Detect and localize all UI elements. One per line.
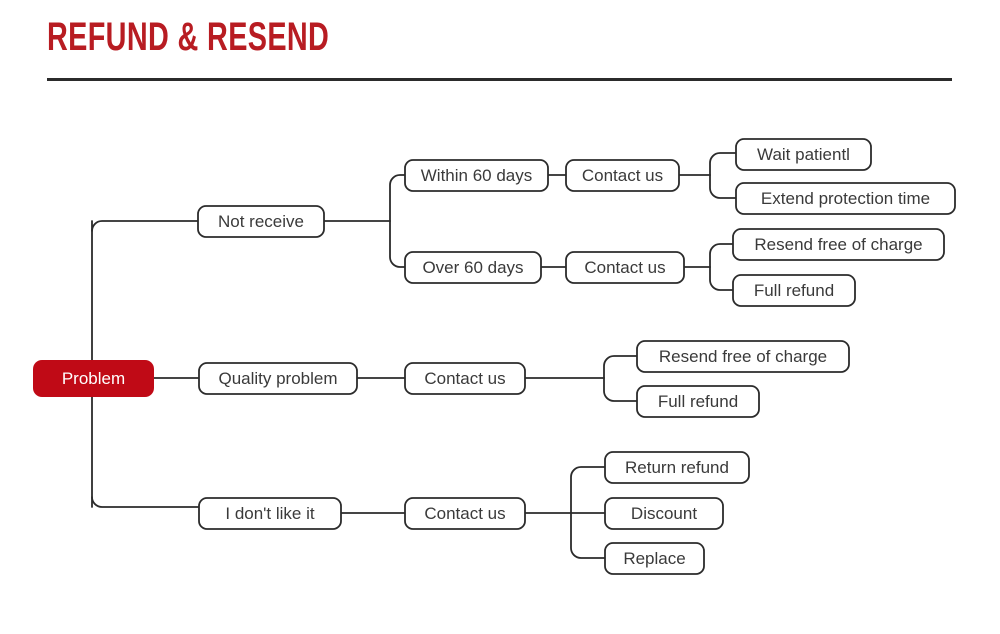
connector-group-quality xyxy=(356,355,638,402)
node-full-refund-quality[interactable]: Full refund xyxy=(636,385,760,418)
node-wait-patiently-label: Wait patientl xyxy=(757,145,850,164)
node-contact-us-quality-label: Contact us xyxy=(424,369,505,388)
node-problem-label: Problem xyxy=(62,369,125,388)
node-return-refund-label: Return refund xyxy=(625,458,729,477)
node-contact-us-quality[interactable]: Contact us xyxy=(404,362,526,395)
node-within-60-days-box[interactable] xyxy=(404,159,549,192)
connector-group-within60 xyxy=(547,152,737,199)
node-quality-problem-label: Quality problem xyxy=(218,369,337,388)
node-contact-us-over[interactable]: Contact us xyxy=(565,251,685,284)
node-over-60-days-label: Over 60 days xyxy=(422,258,523,277)
node-replace-box[interactable] xyxy=(604,542,705,575)
node-dont-like-it[interactable]: I don't like it xyxy=(198,497,342,530)
node-contact-us-within[interactable]: Contact us xyxy=(565,159,680,192)
node-contact-us-over-box[interactable] xyxy=(565,251,685,284)
connector-split-b-fullrefund xyxy=(709,266,734,291)
node-extend-protection-time-box[interactable] xyxy=(735,182,956,215)
node-contact-us-quality-box[interactable] xyxy=(404,362,526,395)
node-contact-us-dislike-label: Contact us xyxy=(424,504,505,523)
node-resend-free-of-charge-quality-box[interactable] xyxy=(636,340,850,373)
connector-split-d-replace xyxy=(570,512,606,559)
node-replace[interactable]: Replace xyxy=(604,542,705,575)
connector-trunk-bottom-elbow xyxy=(91,496,199,508)
connector-group-dislike xyxy=(340,466,606,559)
node-within-60-days[interactable]: Within 60 days xyxy=(404,159,549,192)
node-discount[interactable]: Discount xyxy=(604,497,724,530)
connector-group-not-receive xyxy=(323,174,406,268)
node-resend-free-of-charge-quality[interactable]: Resend free of charge xyxy=(636,340,850,373)
title-divider xyxy=(47,78,952,81)
node-quality-problem-box[interactable] xyxy=(198,362,358,395)
node-extend-protection-time[interactable]: Extend protection time xyxy=(735,182,956,215)
node-contact-us-over-label: Contact us xyxy=(584,258,665,277)
node-extend-protection-time-label: Extend protection time xyxy=(761,189,930,208)
node-contact-us-within-box[interactable] xyxy=(565,159,680,192)
node-not-receive-box[interactable] xyxy=(197,205,325,238)
node-resend-free-of-charge-over[interactable]: Resend free of charge xyxy=(732,228,945,261)
node-problem[interactable]: Problem xyxy=(33,360,154,397)
connector-split-b-resend xyxy=(709,243,734,268)
node-return-refund[interactable]: Return refund xyxy=(604,451,750,484)
node-return-refund-box[interactable] xyxy=(604,451,750,484)
connector-split-c-fullrefund xyxy=(603,377,638,402)
node-full-refund-over-box[interactable] xyxy=(732,274,856,307)
connector-split-over60 xyxy=(389,220,406,268)
node-contact-us-within-label: Contact us xyxy=(582,166,663,185)
node-resend-free-of-charge-over-box[interactable] xyxy=(732,228,945,261)
node-discount-label: Discount xyxy=(631,504,697,523)
connector-split-c-resend xyxy=(603,355,638,379)
node-over-60-days-box[interactable] xyxy=(404,251,542,284)
node-contact-us-dislike-box[interactable] xyxy=(404,497,526,530)
node-over-60-days[interactable]: Over 60 days xyxy=(404,251,542,284)
node-quality-problem[interactable]: Quality problem xyxy=(198,362,358,395)
node-resend-free-of-charge-over-label: Resend free of charge xyxy=(754,235,922,254)
node-full-refund-quality-box[interactable] xyxy=(636,385,760,418)
connector-split-a-extend xyxy=(709,174,737,199)
node-resend-free-of-charge-quality-label: Resend free of charge xyxy=(659,347,827,366)
node-full-refund-over[interactable]: Full refund xyxy=(732,274,856,307)
node-not-receive-label: Not receive xyxy=(218,212,304,231)
connector-split-d-return xyxy=(570,466,606,514)
node-full-refund-over-label: Full refund xyxy=(754,281,834,300)
node-wait-patiently[interactable]: Wait patientl xyxy=(735,138,872,171)
node-within-60-days-label: Within 60 days xyxy=(421,166,533,185)
node-wait-patiently-box[interactable] xyxy=(735,138,872,171)
connector-group-over60 xyxy=(540,243,734,291)
connector-split-within-over xyxy=(389,174,406,222)
node-dont-like-it-label: I don't like it xyxy=(225,504,315,523)
connector-trunk-top-elbow xyxy=(91,220,199,232)
node-dont-like-it-box[interactable] xyxy=(198,497,342,530)
node-replace-label: Replace xyxy=(623,549,685,568)
node-discount-box[interactable] xyxy=(604,497,724,530)
node-not-receive[interactable]: Not receive xyxy=(197,205,325,238)
node-contact-us-dislike[interactable]: Contact us xyxy=(404,497,526,530)
page-title: REFUND & RESEND xyxy=(47,15,330,59)
node-full-refund-quality-label: Full refund xyxy=(658,392,738,411)
node-problem-box[interactable] xyxy=(33,360,154,397)
connector-split-a-wait xyxy=(709,152,737,176)
